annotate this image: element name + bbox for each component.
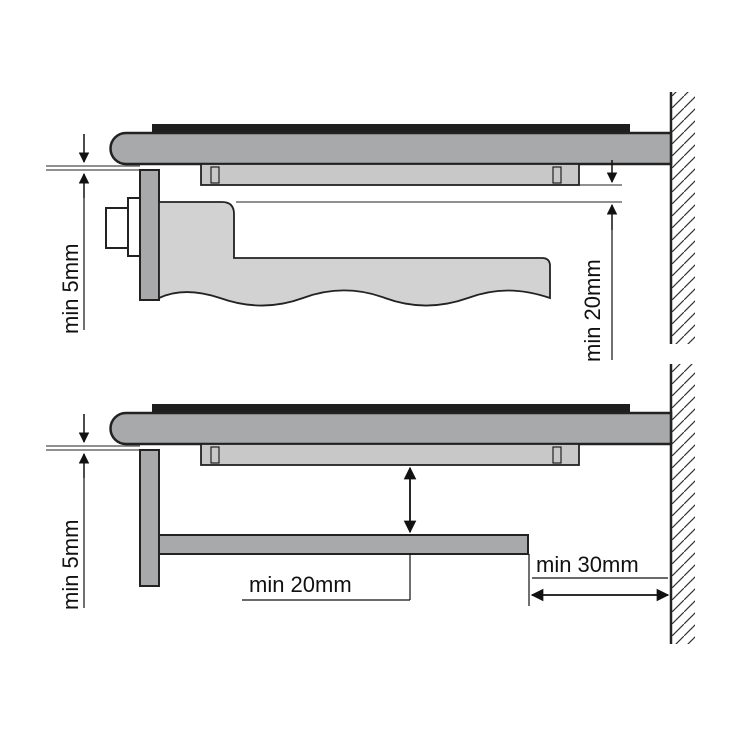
top-cabinet-panel — [139, 169, 160, 301]
top-right-clearance-label: min 20mm — [580, 259, 605, 362]
bottom-left-clearance-dimension: min 5mm — [46, 414, 140, 610]
top-left-clearance-dimension: min 5mm — [46, 134, 140, 334]
bottom-detail: min 5mm min 20mm min 30mm — [46, 364, 695, 644]
bottom-wall — [669, 364, 695, 644]
top-left-clearance-label: min 5mm — [58, 244, 83, 334]
bottom-wall-hatch — [671, 364, 695, 644]
top-wall-hatch — [671, 92, 695, 344]
top-hob-glass — [152, 124, 630, 134]
bottom-hob-glass — [152, 404, 630, 414]
top-detail: min 5mm min 20mm — [46, 92, 695, 362]
top-right-clearance-dimension: min 20mm — [236, 160, 622, 362]
bottom-shelf-clearance-label: min 20mm — [249, 572, 352, 597]
top-burner-box — [200, 163, 580, 186]
bottom-wall-clearance-label: min 30mm — [536, 552, 639, 577]
top-drawer — [158, 201, 551, 307]
bottom-burner-box — [200, 443, 580, 466]
bottom-wall-clearance-dimension: min 30mm — [528, 552, 670, 606]
top-worktop — [109, 131, 673, 166]
top-knob-icon — [105, 197, 141, 257]
bottom-cabinet-panel — [139, 449, 160, 587]
bottom-worktop — [109, 411, 673, 446]
bottom-shelf — [158, 534, 529, 555]
bottom-shelf-clearance-dimension: min 20mm — [242, 466, 417, 601]
top-wall — [669, 92, 695, 344]
bottom-left-clearance-label: min 5mm — [58, 520, 83, 610]
